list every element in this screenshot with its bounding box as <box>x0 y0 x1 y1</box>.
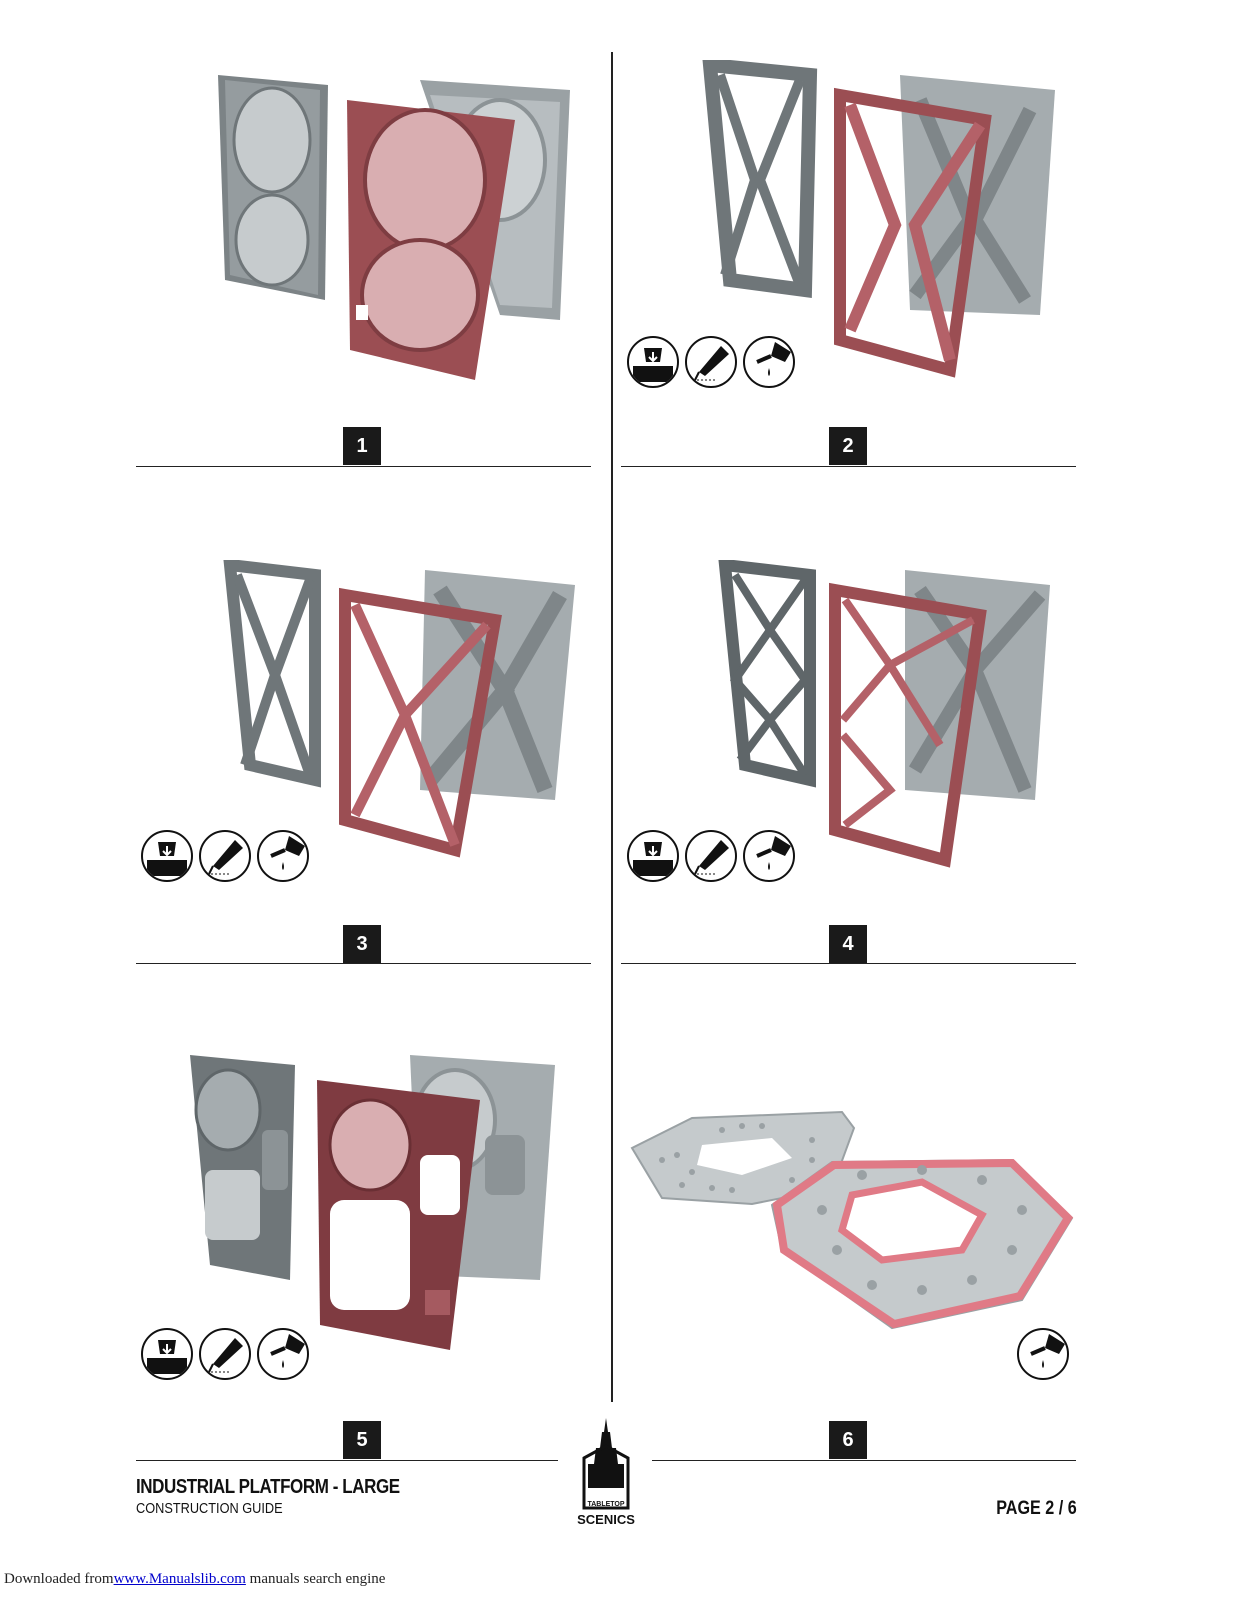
step-3-tool-icons <box>141 830 309 882</box>
glue-icon <box>257 830 309 882</box>
press-icon <box>141 830 193 882</box>
step-3-illustration <box>215 560 585 860</box>
tabletop-scenics-logo: TABLETOP SCENICS <box>574 1418 638 1530</box>
step-2-rule <box>621 466 1076 467</box>
glue-icon <box>1017 1328 1069 1380</box>
step-1-number: 1 <box>343 427 381 465</box>
logo-bottom-text: SCENICS <box>577 1512 635 1527</box>
step-5-rule <box>136 1460 558 1461</box>
glue-icon <box>743 336 795 388</box>
step-4-tool-icons <box>627 830 795 882</box>
step-2-number: 2 <box>829 427 867 465</box>
pen-knife-icon <box>199 830 251 882</box>
page-value: 2 / 6 <box>1045 1498 1077 1519</box>
step-4-rule <box>621 963 1076 964</box>
step-3-number: 3 <box>343 925 381 963</box>
step-5-number: 5 <box>343 1421 381 1459</box>
step-6-tool-icons <box>1017 1328 1069 1380</box>
download-note: Downloaded fromwww.Manualslib.com manual… <box>4 1571 385 1588</box>
glue-icon <box>257 1328 309 1380</box>
download-prefix: Downloaded from <box>4 1571 114 1587</box>
step-1-illustration <box>200 60 590 390</box>
center-divider <box>611 52 613 1402</box>
press-icon <box>627 336 679 388</box>
document-subtitle: CONSTRUCTION GUIDE <box>136 1500 283 1517</box>
manualslib-link[interactable]: www.Manualslib.com <box>113 1571 246 1587</box>
download-suffix: manuals search engine <box>245 1571 386 1587</box>
press-icon <box>627 830 679 882</box>
document-title: INDUSTRIAL PLATFORM - LARGE <box>136 1476 400 1498</box>
step-1-rule <box>136 466 591 467</box>
step-5-tool-icons <box>141 1328 309 1380</box>
step-6-illustration <box>622 1100 1082 1340</box>
step-4-number: 4 <box>829 925 867 963</box>
page-number: PAGE 2 / 6 <box>997 1498 1077 1520</box>
step-4-illustration <box>715 560 1065 870</box>
step-2-illustration <box>700 60 1070 380</box>
glue-icon <box>743 830 795 882</box>
step-6-rule <box>652 1460 1076 1461</box>
pen-knife-icon <box>199 1328 251 1380</box>
step-6-number: 6 <box>829 1421 867 1459</box>
logo-top-text: TABLETOP <box>587 1501 624 1508</box>
step-5-illustration <box>180 1050 570 1360</box>
pen-knife-icon <box>685 336 737 388</box>
press-icon <box>141 1328 193 1380</box>
page-label: PAGE <box>996 1498 1042 1519</box>
step-3-rule <box>136 963 591 964</box>
pen-knife-icon <box>685 830 737 882</box>
step-2-tool-icons <box>627 336 795 388</box>
